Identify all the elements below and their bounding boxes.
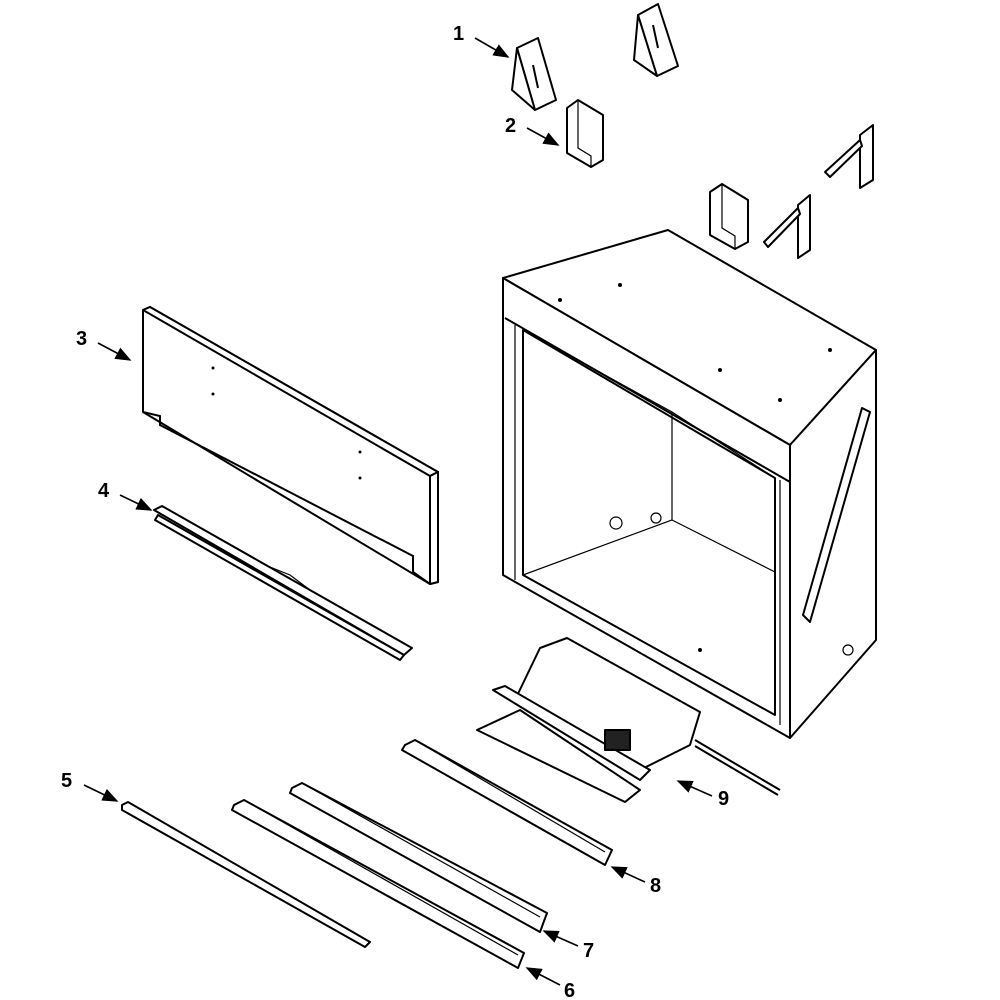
svg-text:6: 6 [564,980,575,1000]
angle-bracket-upper [824,124,874,189]
angle-rail-upper [401,739,613,866]
top-bracket-left [511,37,557,111]
svg-text:4: 4 [98,480,110,502]
angle-rail-lower [231,799,525,969]
callout-6: 6 [525,967,575,1000]
angle-rail-middle [289,782,548,933]
firebox [502,229,877,739]
callout-3: 3 [76,328,132,361]
angle-bracket-lower [763,194,811,259]
svg-text:5: 5 [61,770,72,792]
svg-text:9: 9 [718,788,729,810]
u-bracket-right [709,183,749,250]
callout-1: 1 [453,23,510,58]
callout-7: 7 [542,930,594,962]
burner-assembly [476,637,781,803]
callout-5: 5 [61,770,119,802]
callout-8: 8 [610,866,661,897]
callout-9: 9 [676,780,729,810]
flat-strip [121,801,371,948]
svg-text:1: 1 [453,23,464,45]
top-bracket-right [633,3,679,77]
front-panel [142,306,439,585]
svg-text:2: 2 [505,115,516,137]
callout-4: 4 [98,480,153,511]
callout-2: 2 [505,115,560,146]
svg-text:7: 7 [583,940,594,962]
svg-text:8: 8 [650,875,661,897]
panel-rail [153,505,413,661]
svg-text:3: 3 [76,328,87,350]
u-bracket-left [566,99,604,168]
